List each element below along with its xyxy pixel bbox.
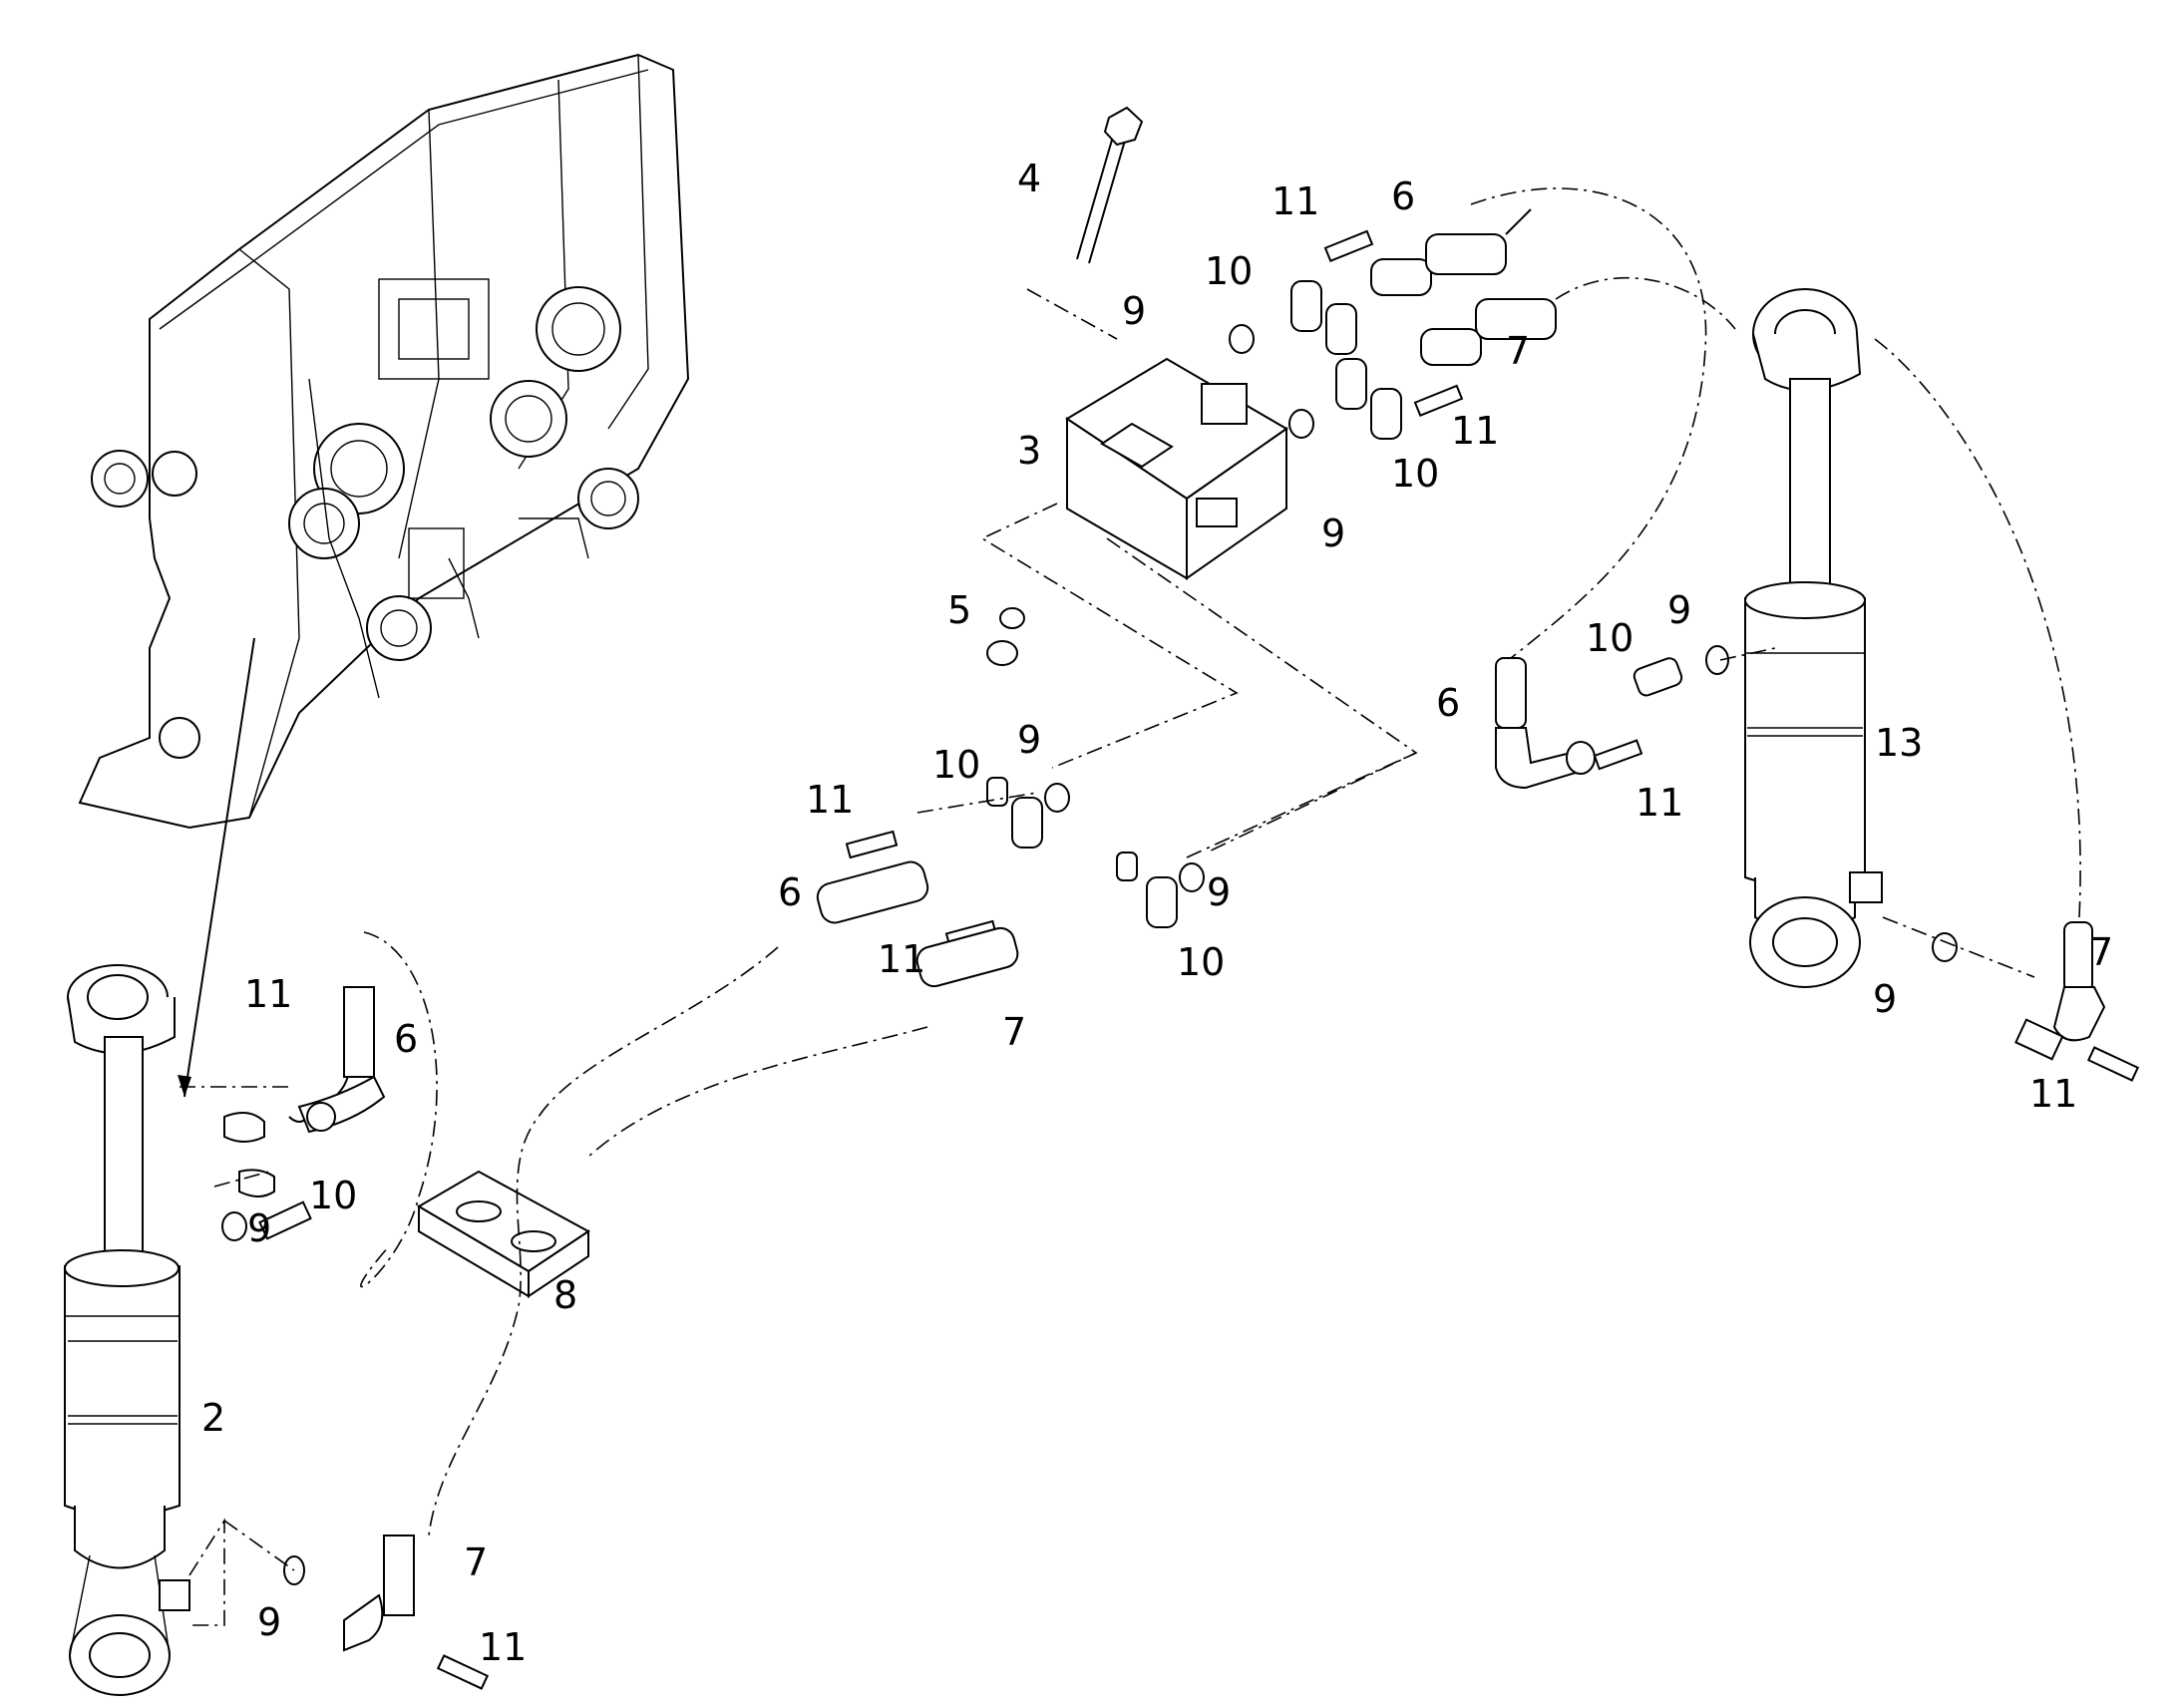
callout-4: 4 [1017,157,1041,200]
callout-11: 11 [2029,1072,2077,1116]
callout-10: 10 [932,743,980,787]
callout-9: 9 [1667,588,1691,632]
clamp-block [417,1170,590,1298]
callout-7: 7 [1002,1010,1026,1054]
callout-6: 6 [1391,174,1415,218]
valve-block [986,106,1288,666]
left-hydraulic-cylinder [64,964,190,1696]
callout-7: 7 [1506,329,1530,373]
callout-9: 9 [1017,718,1041,762]
callout-13: 13 [1875,721,1923,765]
callout-6: 6 [1436,681,1460,725]
callout-7: 7 [464,1540,488,1584]
middle-fittings [816,777,1205,988]
center-fittings [1229,208,1557,440]
right-fittings [1495,645,2140,1082]
callout-11: 11 [1635,781,1683,825]
left-fittings [221,986,490,1690]
callout-11: 11 [806,778,854,822]
callout-9: 9 [1122,289,1146,333]
callout-10: 10 [309,1174,357,1217]
callout-11: 11 [479,1625,527,1669]
callout-8: 8 [553,1273,577,1317]
part-callouts: 4 11 6 10 9 7 3 11 10 9 5 10 9 6 13 11 7… [201,157,2113,1669]
callout-9: 9 [1873,977,1897,1021]
callout-9: 9 [1321,512,1345,555]
callout-5: 5 [947,588,971,632]
right-hydraulic-cylinder [1744,288,1883,988]
callout-6: 6 [778,870,802,914]
callout-10: 10 [1586,616,1634,660]
callout-6: 6 [394,1017,418,1061]
callout-7: 7 [2089,930,2113,974]
callout-9: 9 [1207,870,1231,914]
callout-9: 9 [257,1600,281,1644]
callout-11: 11 [1451,409,1499,453]
callout-10: 10 [1391,452,1439,496]
callout-2: 2 [201,1396,225,1440]
callout-9: 9 [247,1206,271,1250]
callout-11: 11 [878,937,925,981]
callout-10: 10 [1177,940,1225,984]
loader-frame [78,53,690,1098]
callout-11: 11 [1272,179,1319,223]
hose-routes [180,187,2081,1626]
callout-10: 10 [1205,249,1253,293]
callout-11: 11 [244,972,292,1016]
callout-3: 3 [1017,429,1041,473]
